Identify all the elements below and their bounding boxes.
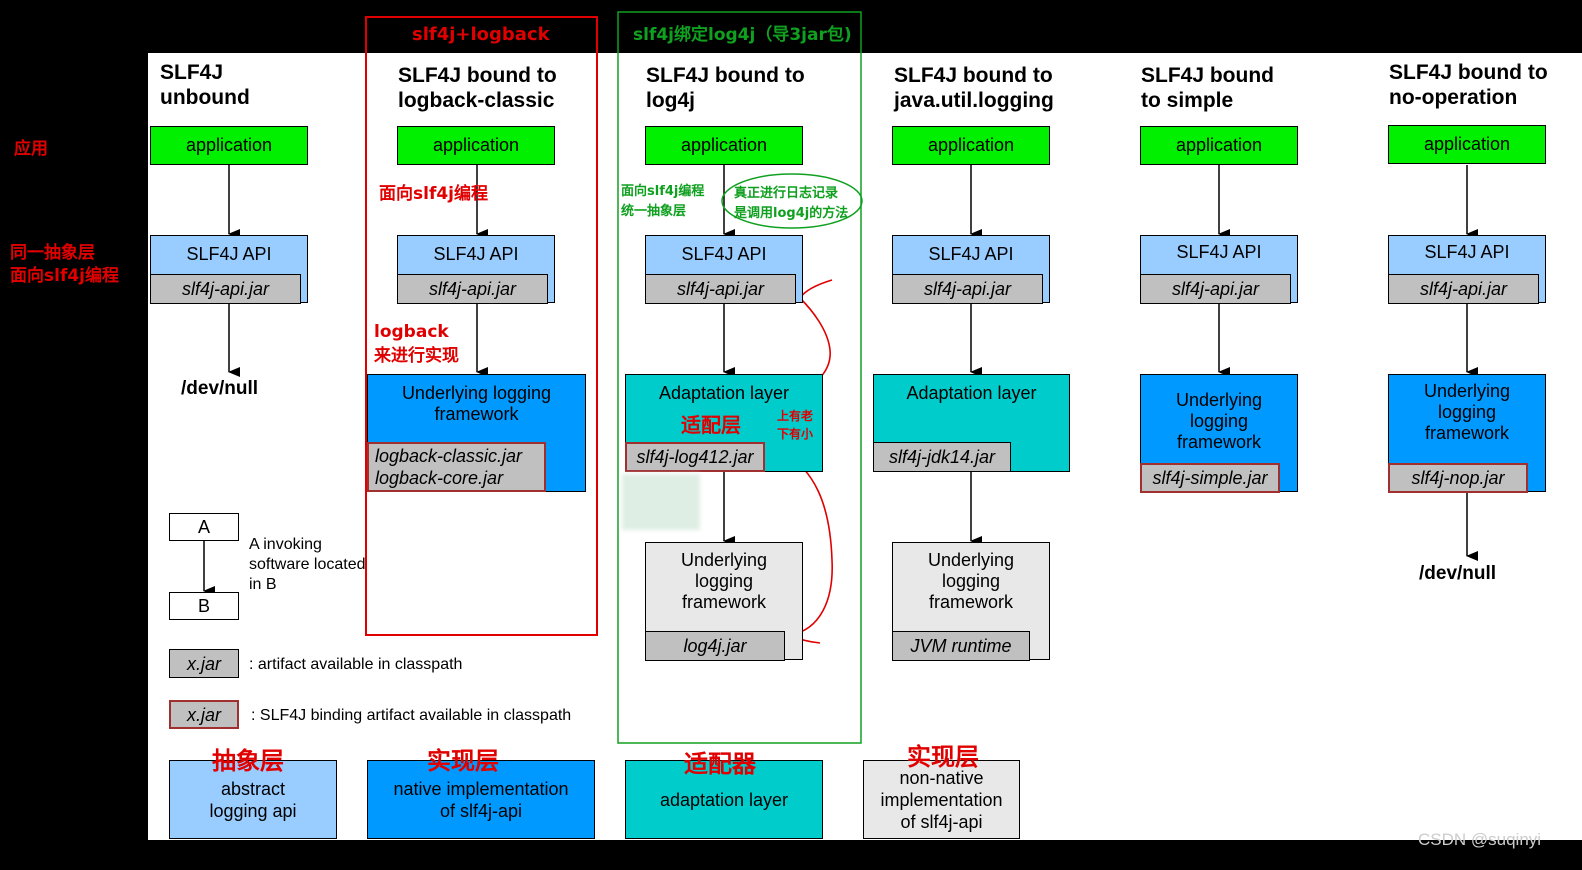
col-unbound-title: SLF4J unbound — [160, 61, 250, 109]
col-unbound-api: SLF4J API slf4j-api.jar — [150, 235, 308, 304]
api-jar: slf4j-api.jar — [150, 274, 301, 304]
ann-abstract-layer: 同一抽象层 面向slf4j编程 — [10, 243, 119, 286]
log4j-group-border — [617, 11, 862, 744]
ann-program-to-slf4j: 面向slf4j编程 — [379, 184, 488, 204]
col-jul-underlying: Underlying logging framework JVM runtime — [892, 542, 1050, 661]
underlying-label: Underlying logging framework — [680, 550, 768, 612]
col-jul-api: SLF4J API slf4j-api.jar — [892, 235, 1050, 304]
adapter-label: Adaptation layer — [658, 383, 790, 403]
col-logback-underlying: Underlying logging framework logback-cla… — [367, 374, 586, 492]
col-unbound-application: application — [150, 126, 308, 165]
ann-logback-impl: logback 来进行实现 — [374, 322, 459, 366]
api-jar: slf4j-api.jar — [645, 274, 796, 304]
api-jar: slf4j-api.jar — [397, 274, 548, 304]
ann-native: 实现层 — [427, 747, 499, 775]
col-log4j-api: SLF4J API slf4j-api.jar — [645, 235, 803, 304]
col-nop-api: SLF4J API slf4j-api.jar — [1388, 235, 1546, 304]
ann-up-down: 上有老 下有小 — [777, 409, 814, 441]
underlying-label: Underlying logging framework — [1175, 390, 1263, 452]
legend-nonnative-box: non-native implementation of slf4j-api — [863, 760, 1020, 839]
adapter-label: Adaptation layer — [906, 383, 1037, 403]
underlying-label: Underlying logging framework — [927, 550, 1015, 612]
col-logback-title: SLF4J bound to logback-classic — [398, 64, 557, 112]
api-jar: slf4j-api.jar — [1388, 274, 1539, 304]
legend-binding-box: x.jar — [169, 700, 239, 729]
api-label: SLF4J API — [1176, 242, 1262, 262]
col-logback-application: application — [397, 126, 555, 165]
ann-abstract: 抽象层 — [212, 747, 284, 775]
blurred-patch — [622, 474, 700, 530]
watermark: CSDN @suqinyi — [1418, 830, 1542, 849]
api-label: SLF4J API — [433, 244, 519, 264]
legend-jar-text: : artifact available in classpath — [249, 656, 463, 673]
col-simple-api: SLF4J API slf4j-api.jar — [1140, 235, 1298, 304]
api-jar: slf4j-api.jar — [892, 274, 1043, 304]
api-label: SLF4J API — [681, 244, 767, 264]
legend-a-box: A — [169, 513, 239, 541]
api-jar: slf4j-api.jar — [1140, 274, 1291, 304]
ann-log4j-program: 面向slf4j编程 统一抽象层 — [621, 184, 705, 219]
col-simple-application: application — [1140, 126, 1298, 165]
col-log4j-underlying: Underlying logging framework log4j.jar — [645, 542, 803, 661]
ann-log4j-group: slf4j绑定log4j（导3jar包) — [633, 25, 852, 45]
ann-nonnative: 实现层 — [907, 743, 979, 771]
col-nop-underlying: Underlying logging framework slf4j-nop.j… — [1388, 374, 1546, 493]
underlying-jar: slf4j-simple.jar — [1140, 463, 1280, 493]
ann-log4j-real: 真正进行日志记录 是调用log4j的方法 — [734, 186, 849, 221]
col-nop-application: application — [1388, 125, 1546, 164]
col-nop-title: SLF4J bound to no-operation — [1389, 61, 1548, 109]
legend-native-box: native implementation of slf4j-api — [367, 760, 595, 839]
col-nop-devnull: /dev/null — [1419, 563, 1497, 584]
col-jul-application: application — [892, 126, 1050, 165]
col-log4j-adapter: Adaptation layer slf4j-log412.jar — [625, 374, 823, 472]
api-label: SLF4J API — [186, 244, 272, 264]
ann-app-layer: 应用 — [14, 139, 48, 159]
ann-adapter-cn: 适配层 — [681, 413, 741, 437]
adapter-jar: slf4j-log412.jar — [625, 442, 765, 472]
legend-b-box: B — [169, 592, 239, 620]
log4j-real-ellipse — [721, 173, 863, 229]
underlying-label: Underlying logging framework — [401, 383, 552, 424]
legend-jar-box: x.jar — [169, 649, 239, 678]
col-log4j-application: application — [645, 126, 803, 165]
underlying-label: Underlying logging framework — [1423, 381, 1511, 443]
col-jul-adapter: Adaptation layer slf4j-jdk14.jar — [873, 374, 1070, 472]
legend-abstract-box: abstract logging api — [169, 760, 337, 839]
col-logback-api: SLF4J API slf4j-api.jar — [397, 235, 555, 304]
underlying-jar: JVM runtime — [892, 631, 1030, 661]
col-unbound-devnull: /dev/null — [181, 378, 259, 399]
api-label: SLF4J API — [1424, 242, 1510, 262]
col-simple-title: SLF4J bound to simple — [1141, 64, 1274, 112]
ann-logback-group: slf4j+logback — [412, 24, 550, 45]
legend-adapter-box: adaptation layer — [625, 760, 823, 839]
ann-adapter: 适配器 — [684, 750, 756, 778]
api-label: SLF4J API — [928, 244, 1014, 264]
logback-jars: logback-classic.jar logback-core.jar — [367, 442, 546, 492]
logback-group-border — [365, 16, 598, 636]
col-log4j-title: SLF4J bound to log4j — [646, 64, 805, 112]
adapter-jar: slf4j-jdk14.jar — [873, 442, 1011, 472]
underlying-jar: log4j.jar — [645, 631, 785, 661]
underlying-jar: slf4j-nop.jar — [1388, 463, 1528, 493]
col-jul-title: SLF4J bound to java.util.logging — [894, 64, 1054, 112]
col-simple-underlying: Underlying logging framework slf4j-simpl… — [1140, 374, 1298, 493]
legend-invoking-text: A invoking software located in B — [249, 536, 366, 593]
legend-binding-text: : SLF4J binding artifact available in cl… — [251, 707, 572, 724]
